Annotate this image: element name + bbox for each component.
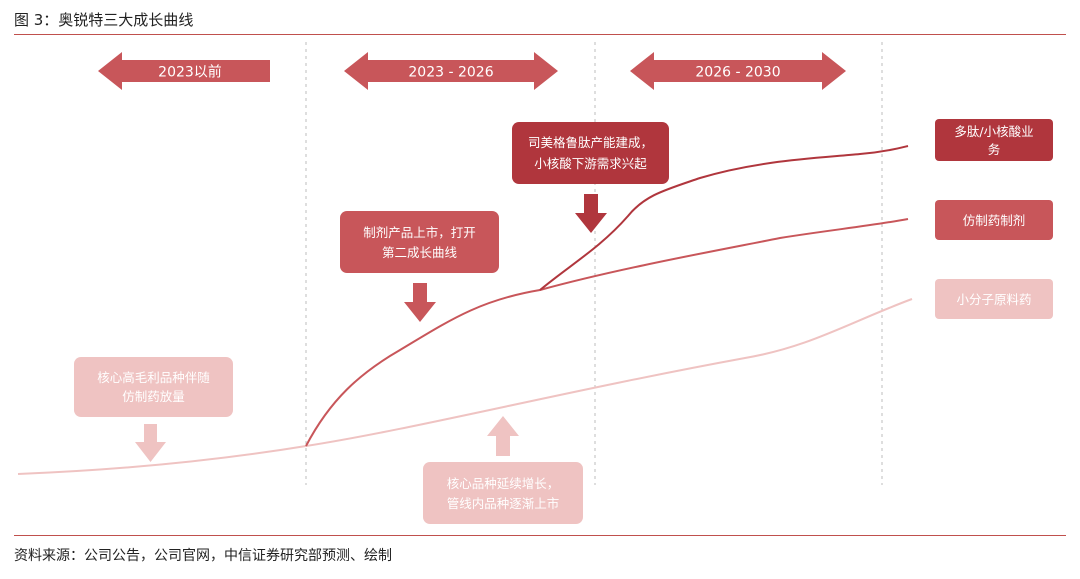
down-arrow-high-margin [135,424,166,462]
annotation-high-margin: 核心高毛利品种伴随 仿制药放量 [74,357,233,417]
up-arrow-core-growth [487,416,519,456]
period-label-2: 2023 - 2026 [408,65,493,81]
period-label-3: 2026 - 2030 [695,65,780,81]
down-arrow-formulation-launch [404,283,436,322]
annotation-formulation-launch: 制剂产品上市，打开 第二成长曲线 [340,211,499,273]
curve-label-generic-formulation-text: 仿制药制剂 [963,213,1026,228]
period-arrow-2023-2026: 2023 - 2026 [344,52,558,90]
period-arrow-before-2023: 2023以前 [98,52,270,90]
source-note: 资料来源：公司公告，公司官网，中信证券研究部预测、绘制 [14,548,392,564]
growth-curves-diagram: 2023以前 2023 - 2026 2026 - 2030 核心高毛利品种伴随… [17,42,1053,524]
curve-label-generic-formulation: 仿制药制剂 [935,200,1053,240]
period-label-1: 2023以前 [158,64,222,81]
curve-label-small-molecule-api-text: 小分子原料药 [956,292,1031,307]
annotation-high-margin-line1: 核心高毛利品种伴随 [97,370,210,385]
top-rule [14,34,1066,35]
annotation-formulation-line2: 第二成长曲线 [382,245,458,260]
curve-label-peptide-line1: 多肽/小核酸业 [954,124,1033,139]
curve-peptide-oligonucleotide [539,145,909,291]
curve-generic-formulation [305,218,909,447]
period-arrow-2026-2030: 2026 - 2030 [630,52,846,90]
annotation-semaglutide-line2: 小核酸下游需求兴起 [534,156,647,171]
annotation-core-growth: 核心品种延续增长， 管线内品种逐渐上市 [423,416,583,524]
annotation-semaglutide: 司美格鲁肽产能建成， 小核酸下游需求兴起 [512,122,669,184]
curve-label-peptide-line2: 务 [988,142,1001,157]
annotation-high-margin-line2: 仿制药放量 [122,389,185,404]
curve-small-molecule-api [17,298,913,475]
annotation-core-growth-line2: 管线内品种逐渐上市 [447,496,560,511]
annotation-formulation-line1: 制剂产品上市，打开 [363,225,476,240]
down-arrow-semaglutide [575,194,607,233]
curve-label-peptide: 多肽/小核酸业 务 [935,119,1053,161]
curve-label-small-molecule-api: 小分子原料药 [935,279,1053,319]
annotation-core-growth-line1: 核心品种延续增长， [447,476,560,491]
annotation-semaglutide-line1: 司美格鲁肽产能建成， [528,135,653,150]
bottom-rule [14,535,1066,536]
figure-title: 图 3：奥锐特三大成长曲线 [14,11,194,29]
